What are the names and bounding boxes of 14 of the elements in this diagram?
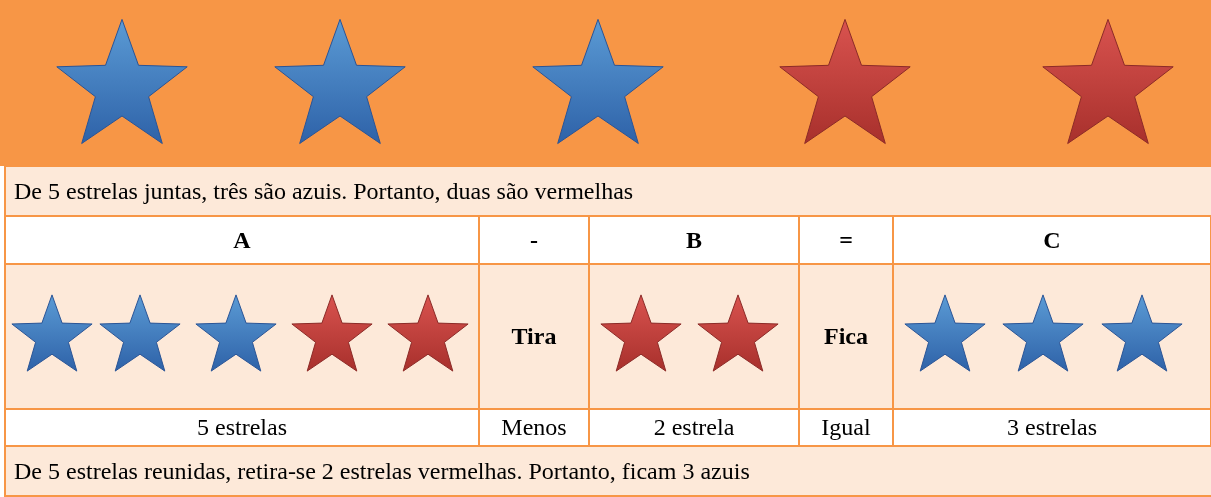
sentence-text: De 5 estrelas reunidas, retira-se 2 estrelas vermelhas. Portanto, ficam 3 azuis <box>14 457 750 485</box>
operation-word: Fica <box>824 323 868 350</box>
column-header: - <box>530 226 538 254</box>
column-header: B <box>686 226 702 254</box>
quantity-text: Menos <box>501 414 567 441</box>
operation-word: Tira <box>511 323 557 350</box>
quantity-text: 5 estrelas <box>197 414 287 441</box>
column-header: C <box>1043 226 1061 254</box>
column-header: A <box>233 226 251 254</box>
quantity-text: 2 estrela <box>653 414 735 441</box>
sentence-text: De 5 estrelas juntas, três são azuis. Portanto, duas são vermelhas <box>14 177 634 205</box>
quantity-text: Igual <box>821 414 871 441</box>
column-header: = <box>839 226 853 254</box>
quantity-text: 3 estrelas <box>1007 414 1097 441</box>
